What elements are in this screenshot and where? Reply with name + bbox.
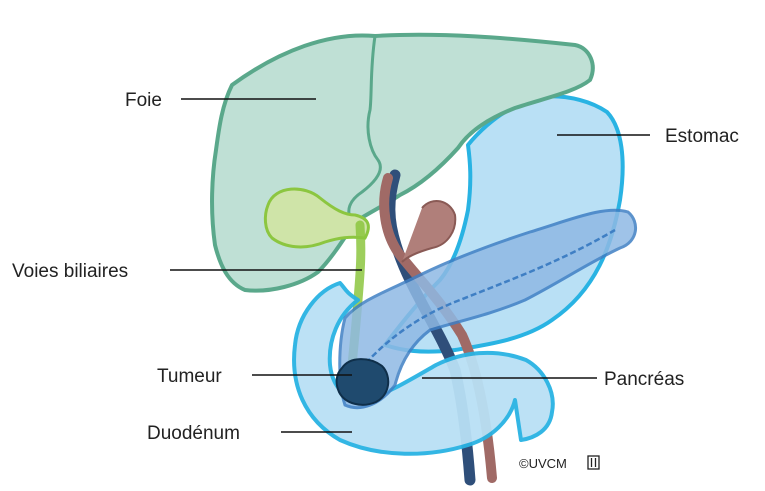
duodenum-shape (292, 281, 555, 456)
tumeur-label: Tumeur (157, 366, 222, 387)
voies-biliaires-label: Voies biliaires (12, 261, 128, 282)
foie-label: Foie (125, 90, 162, 111)
uvcm-logo-icon (587, 455, 600, 470)
estomac-label: Estomac (665, 126, 739, 147)
pancreatic-duct (359, 228, 616, 371)
pancreas-label: Pancréas (604, 369, 684, 390)
credit-text: ©UVCM (519, 456, 567, 471)
celiac-trunk (401, 199, 457, 263)
duodenum-label: Duodénum (147, 423, 240, 444)
tumor-shape (335, 358, 390, 406)
liver-lobe-line (347, 35, 382, 223)
